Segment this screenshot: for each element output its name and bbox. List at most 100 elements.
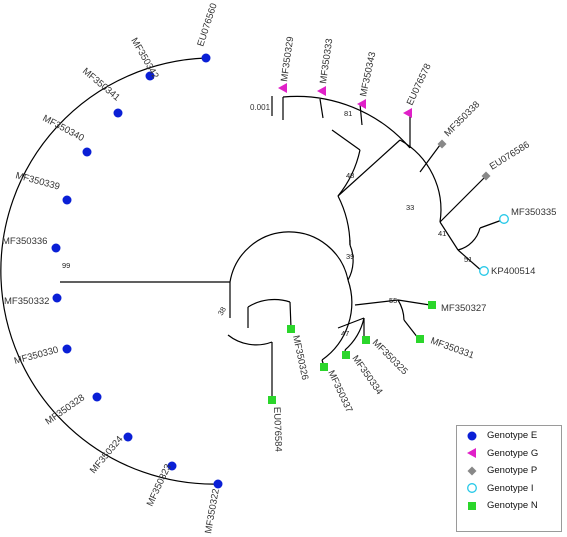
genotype-circle-marker xyxy=(62,195,72,205)
bootstrap-value: 41 xyxy=(438,229,446,238)
legend-marker-icon xyxy=(467,448,476,459)
bootstrap-value: 39 xyxy=(346,252,354,261)
tip-label: MF350322 xyxy=(203,488,222,535)
tip-marker xyxy=(268,396,276,404)
node33-arc xyxy=(399,139,442,223)
tip-label: MF350336 xyxy=(2,236,47,247)
tip-label: MF350328 xyxy=(43,392,87,427)
tip-label: MF350329 xyxy=(279,36,296,83)
n-lower-arc xyxy=(247,298,291,308)
genotype-circle-marker xyxy=(52,293,62,303)
genotype-diamond-marker xyxy=(481,171,491,181)
genotype-circle-marker xyxy=(213,479,223,489)
tip-label: MF350339 xyxy=(14,170,61,192)
genotype-open-circle-marker xyxy=(467,483,477,494)
legend-item: Genotype P xyxy=(457,462,561,480)
tip-label: KP400514 xyxy=(491,266,535,277)
genotype-square-marker xyxy=(320,363,328,371)
tip-label: MF350340 xyxy=(41,113,86,144)
tip-marker xyxy=(287,325,295,333)
tip-marker xyxy=(52,293,62,303)
genotype-circle-marker xyxy=(82,147,92,157)
tip-marker xyxy=(362,336,370,344)
bootstrap-value: 47 xyxy=(341,329,349,338)
genotype-square-marker xyxy=(287,325,295,333)
tip-marker xyxy=(123,432,133,442)
legend-label: Genotype E xyxy=(487,430,538,442)
tip-marker xyxy=(167,461,177,471)
legend-marker-icon xyxy=(468,501,476,510)
legend-label: Genotype I xyxy=(487,482,534,494)
tip-label: MF350323 xyxy=(145,462,174,508)
bootstrap-value: 99 xyxy=(62,261,70,270)
genotype-square-marker xyxy=(468,501,476,510)
genotype-circle-marker xyxy=(145,71,155,81)
legend-marker-icon xyxy=(467,483,477,494)
tip-label: EU076578 xyxy=(405,62,434,107)
legend-item: Genotype N xyxy=(457,497,561,515)
tip-marker xyxy=(320,363,328,371)
legend-marker-icon xyxy=(467,466,477,476)
tip-label: MF350326 xyxy=(290,334,310,381)
mf350326-branch xyxy=(289,301,292,329)
tip-marker xyxy=(92,392,102,402)
upper-arc xyxy=(337,195,351,246)
eu076584-arc xyxy=(227,334,273,346)
legend-symbol xyxy=(457,446,487,460)
bootstrap-value: 55 xyxy=(389,296,397,305)
legend-marker-icon xyxy=(467,431,477,441)
legend: Genotype E Genotype G Genotype P Genotyp… xyxy=(456,425,562,532)
tip-marker xyxy=(416,335,424,343)
tip-label: MF350337 xyxy=(325,369,354,415)
genotype-square-marker xyxy=(362,336,370,344)
genotype-circle-marker xyxy=(51,243,61,253)
tip-marker xyxy=(62,195,72,205)
genotype-square-marker xyxy=(428,301,436,309)
tip-label: MF350330 xyxy=(13,345,60,367)
genotype-triangle-marker xyxy=(317,86,326,96)
bootstrap-values: 99 81 48 33 41 51 39 47 55 38 xyxy=(62,109,472,338)
tip-marker xyxy=(278,83,287,93)
genotype-circle-marker xyxy=(62,344,72,354)
tip-label: MF350343 xyxy=(358,51,378,98)
tip-marker xyxy=(317,86,326,96)
genotype-square-marker xyxy=(342,351,350,359)
clade-e-arc xyxy=(0,57,223,485)
genotype-circle-marker xyxy=(113,108,123,118)
node48-arc xyxy=(337,149,361,197)
genotype-triangle-marker xyxy=(467,448,476,459)
tip-marker xyxy=(62,344,72,354)
tip-marker xyxy=(213,479,223,489)
tip-label: MF350333 xyxy=(318,38,335,85)
tip-label: MF350341 xyxy=(80,66,122,104)
tip-marker xyxy=(113,108,123,118)
tip-marker xyxy=(428,301,436,309)
genotype-circle-marker xyxy=(167,461,177,471)
legend-item: Genotype I xyxy=(457,480,561,498)
tip-marker xyxy=(479,266,489,276)
tree-branches xyxy=(0,57,503,485)
tip-label: EU076560 xyxy=(195,2,219,48)
genotype-circle-marker xyxy=(123,432,133,442)
bootstrap-value: 33 xyxy=(406,203,414,212)
tip-label: MF350327 xyxy=(441,303,486,314)
g-clade-arc xyxy=(282,95,411,149)
tip-marker xyxy=(82,147,92,157)
genotype-diamond-marker xyxy=(437,139,447,149)
basal-arc xyxy=(229,231,349,283)
bootstrap-value: 81 xyxy=(344,109,352,118)
legend-symbol xyxy=(457,429,487,443)
tip-marker xyxy=(357,99,366,109)
legend-item: Genotype E xyxy=(457,427,561,445)
genotype-triangle-marker xyxy=(403,108,412,118)
tip-label: MF350325 xyxy=(370,337,410,377)
legend-symbol xyxy=(457,499,487,513)
tip-label: MF350324 xyxy=(88,434,126,476)
genotype-square-marker xyxy=(268,396,276,404)
tip-label: EU076584 xyxy=(271,407,284,452)
legend-label: Genotype N xyxy=(487,500,538,512)
tip-marker xyxy=(145,71,155,81)
tip-label: MF350332 xyxy=(4,296,49,307)
genotype-triangle-marker xyxy=(278,83,287,93)
